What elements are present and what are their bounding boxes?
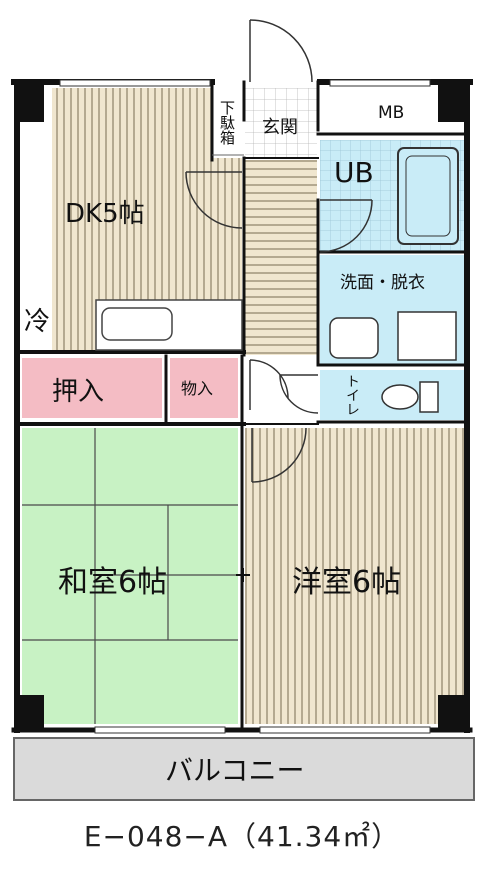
plan-caption: E−048−A（41.34㎡）	[83, 820, 401, 853]
oshiire-label: 押入	[52, 377, 104, 407]
washitsu-floor	[22, 428, 238, 724]
monoire-door-icon	[249, 359, 289, 410]
washing-machine-icon	[397, 311, 457, 361]
dk-label: DK5帖	[65, 199, 145, 229]
bathtub-icon	[397, 147, 459, 245]
dk-floor-lower	[22, 88, 52, 350]
toilet-bowl-icon	[381, 384, 419, 410]
washitsu-label: 和室6帖	[58, 565, 167, 600]
toilet-tank-icon	[419, 381, 439, 413]
ub-label: UB	[334, 156, 374, 189]
genkan-label: 玄関	[262, 117, 298, 138]
bathtub-inner-icon	[405, 155, 451, 237]
balcony-floor	[13, 737, 475, 801]
ub-door-icon	[319, 199, 373, 253]
dk-door-icon	[185, 171, 243, 229]
youshitsu-door-icon	[251, 427, 307, 483]
corridor-floor	[245, 160, 317, 355]
getabako-label: 下駄箱	[218, 100, 236, 145]
monoire-label: 物入	[181, 379, 213, 398]
hall-floor	[245, 358, 317, 420]
washroom-label: 洗面・脱衣	[340, 273, 425, 293]
washbasin-icon	[329, 317, 379, 359]
windows	[59, 79, 431, 734]
genkan-floor	[245, 88, 317, 158]
mb-area	[320, 88, 440, 132]
toilet-door-icon	[279, 374, 319, 414]
balcony-label: バルコニー	[165, 754, 304, 787]
fridge-label: 冷	[24, 307, 50, 337]
entrance-door-icon	[249, 19, 313, 83]
oshiire-floor	[22, 358, 162, 418]
partition-icon	[236, 568, 250, 582]
tatami-lines	[22, 428, 238, 724]
toilet-label: トイレ	[344, 374, 360, 416]
getabako-floor	[212, 88, 242, 158]
monoire-floor	[170, 358, 238, 418]
mb-label: MB	[378, 103, 404, 123]
youshitsu-floor	[245, 428, 465, 724]
wall-corners	[14, 82, 470, 731]
sink-icon	[101, 307, 173, 341]
youshitsu-label: 洋室6帖	[292, 565, 401, 600]
